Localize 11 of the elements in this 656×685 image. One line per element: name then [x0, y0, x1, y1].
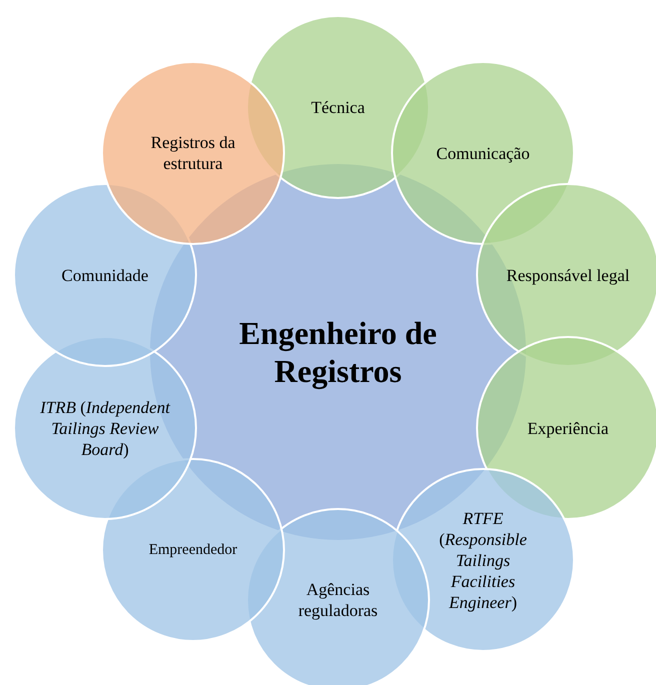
circle-label: Experiência — [526, 418, 610, 438]
circle-label: Comunidade — [60, 264, 150, 286]
circle-label: RTFE (Responsible Tailings Facilities Engineer) — [438, 508, 528, 612]
circle-label: ITRB (Independent Tailings Review Board) — [40, 396, 170, 460]
circle-label: Responsável legal — [505, 264, 631, 286]
circle-label: Registros da estrutura — [150, 132, 236, 174]
center-title: Engenheiro de Registros — [238, 314, 438, 390]
circle-label: Comunicação — [435, 142, 531, 164]
circle-label: Técnica — [310, 96, 366, 118]
circle-label: Agências reguladoras — [297, 579, 379, 621]
circle-label: Empreendedor — [148, 540, 238, 560]
